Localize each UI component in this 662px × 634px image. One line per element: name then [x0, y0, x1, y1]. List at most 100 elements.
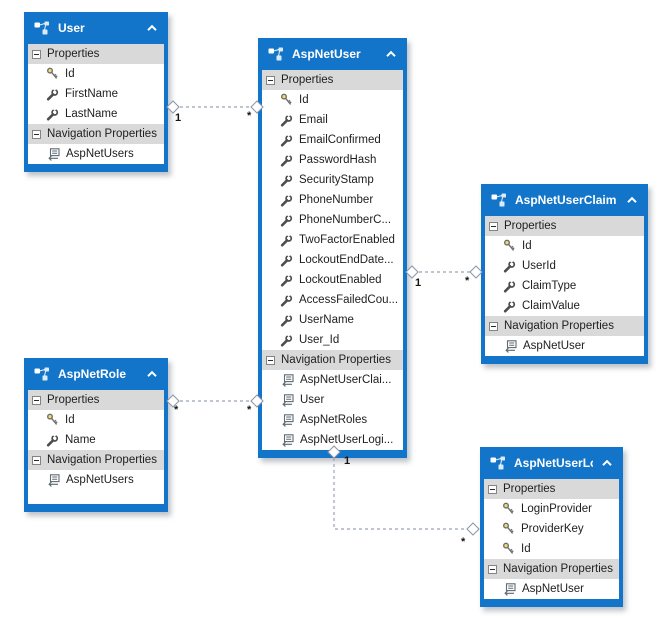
property-label: TwoFactorEnabled	[299, 234, 395, 246]
collapse-chevron-icon[interactable]	[601, 459, 613, 467]
section-label: Properties	[504, 220, 557, 232]
section-label: Navigation Properties	[47, 454, 157, 466]
collapse-chevron-icon[interactable]	[146, 24, 158, 32]
property-row[interactable]: ClaimType	[485, 276, 644, 296]
collapse-chevron-icon[interactable]	[626, 196, 638, 204]
entity-type-icon	[34, 21, 49, 35]
key-icon	[47, 413, 58, 425]
collapse-expander-icon[interactable]	[32, 395, 41, 405]
key-icon	[47, 67, 58, 79]
wrench-icon	[503, 259, 516, 272]
section-navigation-properties[interactable]: Navigation Properties	[484, 559, 619, 579]
navigation-property-row[interactable]: AspNetUserClai...	[262, 370, 403, 390]
navigation-property-row[interactable]: AspNetUser	[485, 336, 644, 356]
section-label: Properties	[47, 48, 100, 60]
property-row[interactable]: ProviderKey	[484, 519, 619, 539]
property-row[interactable]: Id	[484, 539, 619, 559]
section-properties[interactable]: Properties	[262, 70, 403, 90]
section-properties[interactable]: Properties	[28, 44, 164, 64]
collapse-expander-icon[interactable]	[32, 455, 41, 465]
entity-header[interactable]: AspNetUser	[262, 38, 403, 70]
section-navigation-properties[interactable]: Navigation Properties	[28, 450, 164, 470]
property-row[interactable]: Name	[28, 430, 164, 450]
navigation-property-row[interactable]: AspNetUserLogi...	[262, 430, 403, 450]
section-navigation-properties[interactable]: Navigation Properties	[262, 350, 403, 370]
property-row[interactable]: SecurityStamp	[262, 170, 403, 190]
property-label: ClaimType	[522, 280, 577, 292]
property-row[interactable]: EmailConfirmed	[262, 130, 403, 150]
key-icon	[503, 502, 514, 514]
section-properties[interactable]: Properties	[28, 390, 164, 410]
entity-header[interactable]: AspNetRole	[28, 358, 164, 390]
collapse-expander-icon[interactable]	[489, 321, 498, 331]
property-label: SecurityStamp	[299, 174, 374, 186]
property-label: Email	[299, 114, 328, 126]
property-row[interactable]: User_Id	[262, 330, 403, 350]
property-label: LoginProvider	[521, 503, 592, 515]
entity-body-filler	[28, 490, 164, 504]
navigation-property-row[interactable]: AspNetUsers	[28, 470, 164, 490]
section-label: Properties	[503, 483, 556, 495]
collapse-expander-icon[interactable]	[32, 49, 41, 59]
entity-aspnetuserclaim[interactable]: AspNetUserClaim Properties Id UserId Cla…	[481, 184, 648, 364]
wrench-icon	[280, 253, 293, 266]
property-row[interactable]: LockoutEndDate...	[262, 250, 403, 270]
wrench-icon	[280, 213, 293, 226]
property-label: LastName	[65, 108, 118, 120]
navigation-property-icon	[504, 582, 516, 596]
collapse-expander-icon[interactable]	[32, 129, 41, 139]
section-navigation-properties[interactable]: Navigation Properties	[28, 124, 164, 144]
property-label: AspNetUserLogi...	[300, 434, 394, 446]
property-row[interactable]: Email	[262, 110, 403, 130]
navigation-property-row[interactable]: User	[262, 390, 403, 410]
wrench-icon	[503, 279, 516, 292]
collapse-chevron-icon[interactable]	[146, 370, 158, 378]
entity-aspnetrole[interactable]: AspNetRole Properties Id Name Navigation…	[24, 358, 168, 512]
collapse-expander-icon[interactable]	[266, 355, 275, 365]
property-row[interactable]: Id	[28, 410, 164, 430]
property-row[interactable]: Id	[262, 90, 403, 110]
property-row[interactable]: UserName	[262, 310, 403, 330]
property-row[interactable]: TwoFactorEnabled	[262, 230, 403, 250]
collapse-expander-icon[interactable]	[488, 484, 497, 494]
entity-title: AspNetUserClaim	[515, 193, 617, 207]
property-row[interactable]: ClaimValue	[485, 296, 644, 316]
property-row[interactable]: LastName	[28, 104, 164, 124]
property-row[interactable]: FirstName	[28, 84, 164, 104]
property-label: ProviderKey	[521, 523, 584, 535]
entity-body: Properties Id Name Navigation Properties…	[28, 390, 164, 504]
collapse-expander-icon[interactable]	[489, 221, 498, 231]
property-label: Id	[65, 414, 75, 426]
entity-aspnetuser[interactable]: AspNetUser Properties Id Email EmailConf…	[258, 38, 407, 458]
property-row[interactable]: AccessFailedCou...	[262, 290, 403, 310]
entity-body: Properties Id UserId ClaimType ClaimValu…	[485, 216, 644, 356]
section-properties[interactable]: Properties	[485, 216, 644, 236]
property-label: User_Id	[299, 334, 340, 346]
entity-header[interactable]: AspNetUserLo...	[484, 447, 619, 479]
collapse-chevron-icon[interactable]	[385, 50, 397, 58]
property-row[interactable]: UserId	[485, 256, 644, 276]
property-row[interactable]: PhoneNumberC...	[262, 210, 403, 230]
property-label: AspNetUser	[522, 583, 584, 595]
entity-header[interactable]: User	[28, 12, 164, 44]
property-row[interactable]: PasswordHash	[262, 150, 403, 170]
property-row[interactable]: Id	[485, 236, 644, 256]
section-navigation-properties[interactable]: Navigation Properties	[485, 316, 644, 336]
property-label: PhoneNumber	[299, 194, 374, 206]
property-row[interactable]: Id	[28, 64, 164, 84]
navigation-property-row[interactable]: AspNetUser	[484, 579, 619, 599]
navigation-property-row[interactable]: AspNetUsers	[28, 144, 164, 164]
section-label: Navigation Properties	[503, 563, 613, 575]
section-properties[interactable]: Properties	[484, 479, 619, 499]
property-row[interactable]: LockoutEnabled	[262, 270, 403, 290]
entity-header[interactable]: AspNetUserClaim	[485, 184, 644, 216]
entity-aspnetuserlogin[interactable]: AspNetUserLo... Properties LoginProvider…	[480, 447, 623, 607]
entity-user[interactable]: User Properties Id FirstName LastName	[24, 12, 168, 172]
property-row[interactable]: PhoneNumber	[262, 190, 403, 210]
collapse-expander-icon[interactable]	[266, 75, 275, 85]
collapse-expander-icon[interactable]	[488, 564, 497, 574]
navigation-property-row[interactable]: AspNetRoles	[262, 410, 403, 430]
property-row[interactable]: LoginProvider	[484, 499, 619, 519]
property-label: User	[300, 394, 325, 406]
